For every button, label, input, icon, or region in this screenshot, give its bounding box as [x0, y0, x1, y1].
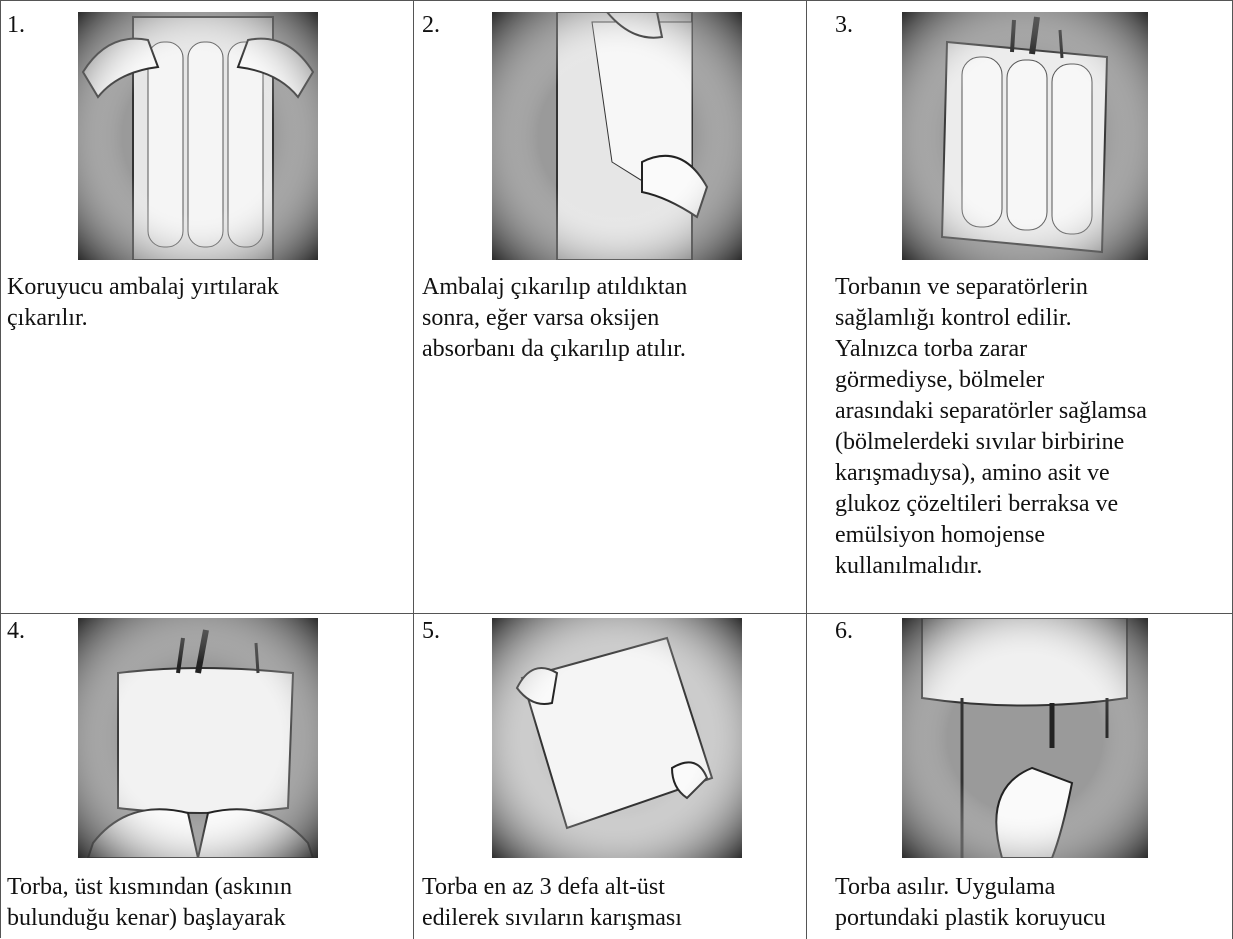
table-divider [806, 1, 807, 939]
step-2-number: 2. [422, 12, 440, 38]
step-3-number: 3. [835, 12, 853, 38]
step-6-caption: Torba asılır. Uygulama portundaki plasti… [835, 872, 1225, 934]
table-divider [1, 613, 1233, 614]
step-4-illustration [78, 618, 318, 858]
step-4-caption: Torba, üst kısmından (askının bulunduğu … [7, 872, 402, 934]
step-1-number: 1. [7, 12, 25, 38]
step-6-number: 6. [835, 618, 853, 644]
step-5-number: 5. [422, 618, 440, 644]
step-3-caption: Torbanın ve separatörlerin sağlamlığı ko… [835, 272, 1225, 582]
step-2-illustration [492, 12, 742, 260]
step-6-illustration [902, 618, 1148, 858]
step-2-caption: Ambalaj çıkarılıp atıldıktan sonra, eğer… [422, 272, 802, 365]
step-4-number: 4. [7, 618, 25, 644]
step-1-illustration [78, 12, 318, 260]
table-divider [413, 1, 414, 939]
step-5-caption: Torba en az 3 defa alt-üst edilerek sıvı… [422, 872, 802, 934]
step-3-illustration [902, 12, 1148, 260]
step-1-caption: Koruyucu ambalaj yırtılarak çıkarılır. [7, 272, 402, 334]
step-5-illustration [492, 618, 742, 858]
